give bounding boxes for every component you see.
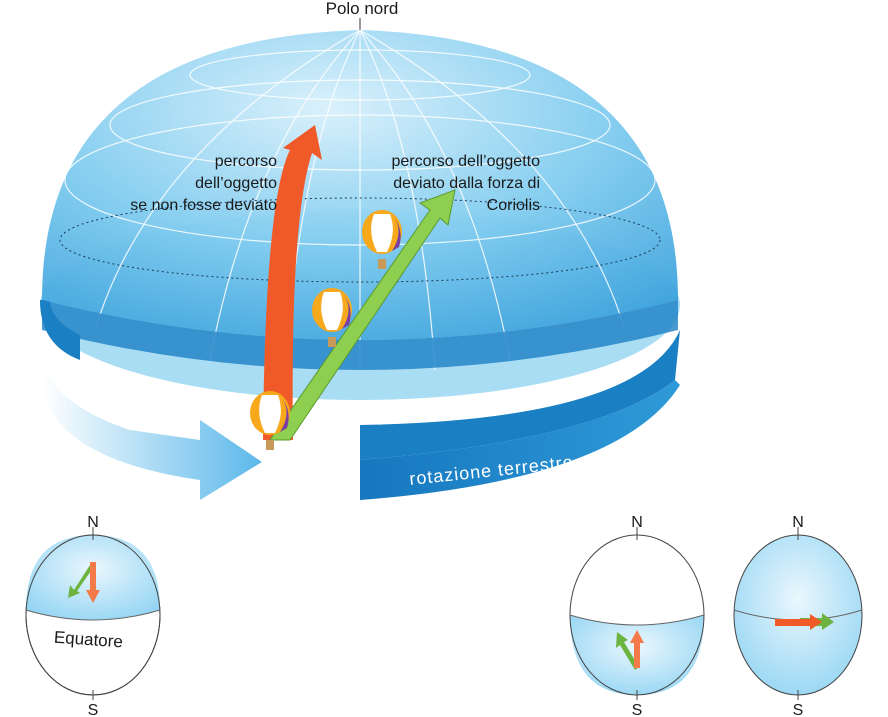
north-label: N [792,514,804,531]
dotted-parallel [59,197,661,283]
south-label: S [88,702,99,717]
balloon-icon [250,391,290,450]
south-label: S [632,702,643,717]
straight-path-arrow [263,125,322,440]
deviated-path-label: Coriolis [487,197,540,214]
north-label: N [631,514,643,531]
balloon-icon [312,288,352,347]
globe-southern-hemisphere: N S [569,514,705,717]
undeviated-path-label: se non fosse deviato [130,197,277,214]
straight-arrow-icon [775,614,822,630]
deviated-path-label: percorso dell’oggetto [391,153,540,170]
rotation-arrow-left [41,345,263,500]
undeviated-path-label: dell’oggetto [195,175,277,192]
deviated-arrow-icon [616,632,639,670]
straight-arrow-icon [86,562,100,603]
equator-label: Equatore [53,628,123,652]
undeviated-path-label: percorso [215,153,277,170]
north-pole-label: Polo nord [326,0,399,18]
north-label: N [87,514,99,531]
globe-equator: N S [733,514,863,717]
dome-grid [64,29,656,371]
equator-band [42,300,678,370]
balloon-icon [362,210,402,269]
deviated-arrow-icon [68,565,93,598]
south-label: S [793,702,804,717]
globe-northern-hemisphere: N S Equatore [25,514,161,717]
deviated-path-label: deviato dalla forza di [393,175,540,192]
straight-arrow-icon [630,630,644,668]
rotation-band-right [360,330,680,460]
deviated-path-arrow [269,189,456,441]
